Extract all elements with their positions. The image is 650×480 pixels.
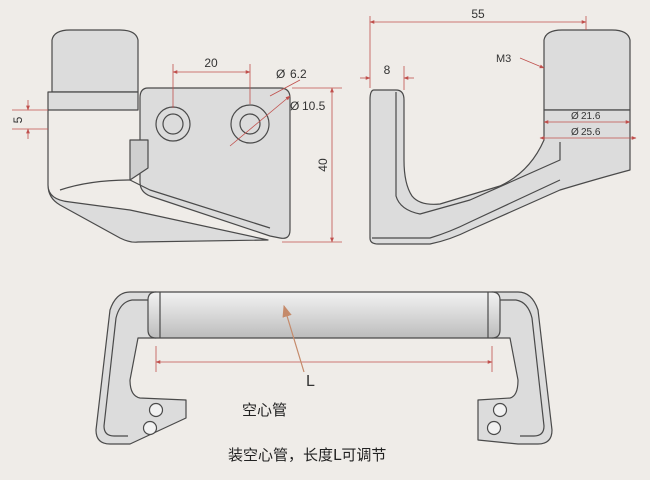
tube [147, 291, 501, 339]
left-bracket [95, 291, 187, 445]
right-view-base-edge [372, 179, 561, 239]
dim-overall-height: 40 [316, 158, 330, 172]
dim-flange-thickness: 8 [384, 63, 391, 77]
handle-view [95, 291, 553, 445]
left-view-chamfer [129, 139, 149, 181]
tube-label: 空心管 [242, 401, 287, 419]
right-view-inner-edge [395, 92, 561, 215]
left-view-pin [51, 29, 139, 93]
dim-length-label: L [306, 373, 315, 390]
dim-large-hole-diameter: Ø 10.5 [290, 99, 326, 113]
right-view-profile [369, 89, 631, 245]
right-view-dimensions [360, 16, 637, 140]
right-view-pin [543, 29, 631, 111]
left-view-body [47, 91, 269, 243]
left-hole-inner [162, 113, 184, 135]
left-bracket-inner [103, 299, 150, 437]
right-mount-hole-2 [486, 420, 502, 436]
left-view-dimensions [12, 64, 342, 243]
right-view [369, 29, 631, 245]
diameter-symbol: Ø [290, 99, 299, 113]
dim-small-hole-diameter: Ø 6.2 [276, 67, 307, 81]
tube-leader-arrow [282, 304, 305, 373]
right-hole-inner [239, 113, 261, 135]
diameter-symbol: Ø [571, 111, 579, 122]
dim-hole-spacing: 20 [204, 56, 218, 70]
inner-dia-value: 21.6 [581, 111, 601, 122]
left-view [47, 29, 291, 243]
small-hole-dia-value: 6.2 [290, 67, 307, 81]
left-mount-hole-1 [148, 402, 164, 418]
right-mount-hole-1 [492, 402, 508, 418]
dim-inner-diameter: Ø 21.6 [571, 111, 601, 122]
large-hole-dia-value: 10.5 [302, 99, 326, 113]
thread-label: M3 [496, 53, 511, 65]
dim-overall-length: 55 [471, 7, 485, 21]
dim-outer-diameter: Ø 25.6 [571, 127, 601, 138]
caption: 装空心管，长度L可调节 [228, 446, 386, 464]
dim-step-height: 5 [11, 116, 25, 123]
outer-dia-value: 25.6 [581, 127, 601, 138]
diameter-symbol: Ø [276, 67, 285, 81]
handle-dimensions [155, 304, 493, 373]
right-bracket-inner [498, 299, 545, 437]
diameter-symbol: Ø [571, 127, 579, 138]
left-mount-hole-2 [142, 420, 158, 436]
